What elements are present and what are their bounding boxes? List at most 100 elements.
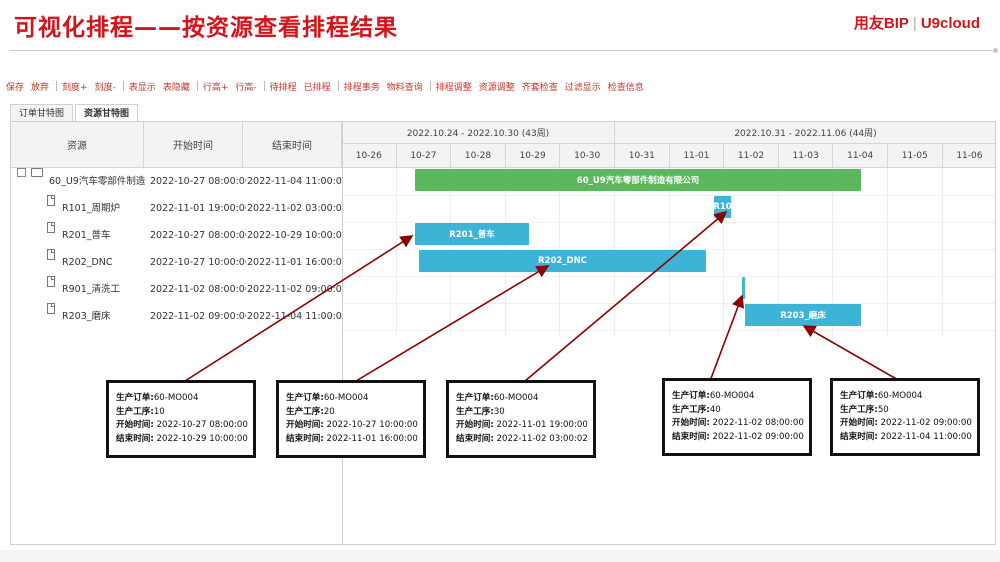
callout-op50: 生产订单:60-MO004 生产工序:50 开始时间: 2022-11-02 0… (830, 378, 980, 456)
resource-start: 2022-10-27 10:00:00 (150, 257, 246, 268)
toolbar-button[interactable]: 行高- (235, 82, 257, 93)
callout-end: 2022-11-04 11:00:00 (880, 431, 972, 442)
resource-name: R901_清洗工 (62, 284, 120, 295)
toolbar-button[interactable]: 行高+ (202, 82, 229, 93)
callout-order-label: 生产订单: (286, 393, 324, 403)
callout-op-label: 生产工序: (672, 404, 710, 415)
pane-splitter[interactable] (342, 122, 343, 544)
resource-end: 2022-11-02 09:00:00 (247, 284, 342, 295)
resource-start: 2022-10-27 08:00:00 (150, 230, 246, 241)
callout-op: 10 (153, 406, 165, 417)
callout-end: 2022-11-02 09:00:00 (712, 431, 804, 442)
toolbar-button[interactable]: 刻度+ (62, 82, 88, 93)
day-header: 10-30 (560, 144, 615, 168)
resource-row[interactable]: R203_磨床 2022-11-02 09:00:00 2022-11-04 1… (11, 303, 342, 330)
callout-start-label: 开始时间: (672, 418, 710, 428)
callout-start-label: 开始时间: (456, 420, 494, 430)
day-header: 11-01 (669, 144, 725, 168)
resource-row[interactable]: R101_周期炉 2022-11-01 19:00:00 2022-11-02 … (11, 195, 342, 222)
callout-start-label: 开始时间: (286, 420, 324, 430)
toolbar-separator (429, 81, 431, 91)
resource-start: 2022-11-02 08:00:00 (150, 284, 246, 295)
toolbar-button[interactable]: 资源调整 (478, 82, 515, 93)
week-header-44: 2022.10.31 - 2022.11.06 (44周) (615, 122, 995, 144)
day-header: 11-03 (778, 144, 834, 168)
toolbar-button[interactable]: 排程调整 (435, 82, 472, 93)
col-header-end[interactable]: 结束时间 (243, 122, 342, 168)
callout-order-label: 生产订单: (116, 393, 154, 403)
tab-resource-gantt[interactable]: 资源甘特图 (75, 104, 139, 122)
toolbar-button[interactable]: 检查信息 (607, 82, 644, 93)
callout-end-label: 结束时间: (456, 433, 494, 444)
toolbar-button[interactable]: 齐套检查 (521, 82, 558, 93)
logo-brand: 用友BIP (853, 15, 909, 32)
gantt-bar-r201[interactable]: R201_普车 (415, 223, 529, 245)
resource-row[interactable]: R202_DNC 2022-10-27 10:00:00 2022-11-01 … (11, 249, 342, 276)
document-icon (47, 222, 55, 233)
callout-end-label: 结束时间: (286, 433, 324, 444)
callout-op: 20 (323, 406, 335, 417)
callout-op30: 生产订单:60-MO004 生产工序:30 开始时间: 2022-11-01 1… (446, 380, 596, 458)
gantt-bar-r901[interactable] (742, 277, 745, 299)
day-header: 11-02 (724, 144, 779, 168)
toolbar-button[interactable]: 放弃 (31, 82, 50, 93)
resource-row[interactable]: R201_普车 2022-10-27 08:00:00 2022-10-29 1… (11, 222, 342, 249)
row-gridline (342, 195, 995, 196)
toolbar-button[interactable]: 过滤显示 (564, 82, 601, 93)
gantt-bar-r203[interactable]: R203_磨床 (745, 304, 861, 326)
callout-end: 2022-10-29 10:00:00 (156, 433, 248, 444)
gantt-bar-company[interactable]: 60_U9汽车零部件制造有限公司 (415, 169, 861, 191)
gantt-bar-r202[interactable]: R202_DNC (419, 250, 706, 272)
callout-start: 2022-10-27 08:00:00 (156, 420, 248, 430)
day-gridline (777, 168, 779, 336)
toolbar-button[interactable]: 刻度- (94, 82, 116, 93)
gantt-tabs: 订单甘特图 资源甘特图 (10, 104, 140, 122)
collapse-icon[interactable]: − (17, 168, 26, 177)
callout-start: 2022-11-02 08:00:00 (712, 418, 804, 428)
col-header-start[interactable]: 开始时间 (144, 122, 243, 168)
callout-op-label: 生产工序: (116, 406, 154, 417)
callout-op: 40 (709, 404, 721, 415)
day-header: 10-27 (396, 144, 452, 168)
resource-start: 2022-11-01 19:00:00 (150, 203, 246, 214)
slide-title: 可视化排程——按资源查看排程结果 (14, 15, 398, 41)
footer-band (0, 550, 1000, 562)
day-gridline (941, 168, 943, 336)
resource-name: 60_U9汽车零部件制造有限公司 (49, 176, 145, 187)
document-icon (47, 195, 55, 206)
callout-order: 60-MO004 (877, 391, 923, 401)
toolbar-button[interactable]: 保存 (6, 82, 25, 93)
callout-start-label: 开始时间: (840, 418, 878, 428)
col-header-resource[interactable]: 资源 (11, 122, 144, 168)
callout-end-label: 结束时间: (116, 433, 154, 444)
day-header: 10-28 (451, 144, 506, 168)
toolbar-button[interactable]: 表显示 (128, 82, 156, 93)
callout-op-label: 生产工序: (456, 406, 494, 417)
callout-op-label: 生产工序: (286, 406, 324, 417)
toolbar-separator (196, 81, 198, 91)
document-icon (47, 276, 55, 287)
toolbar-separator (56, 81, 58, 91)
resource-end: 2022-11-02 03:00:02 (247, 203, 342, 214)
logo-product: U9cloud (920, 15, 980, 32)
resource-row[interactable]: − 60_U9汽车零部件制造有限公司 2022-10-27 08:00:00 2… (11, 168, 342, 195)
toolbar-button[interactable]: 已排程 (303, 82, 331, 93)
row-gridline (342, 330, 995, 331)
resource-row[interactable]: R901_清洗工 2022-11-02 08:00:00 2022-11-02 … (11, 276, 342, 303)
toolbar-button[interactable]: 排程事务 (343, 82, 380, 93)
resource-end: 2022-11-04 11:00:00 (247, 311, 342, 322)
resource-end: 2022-11-04 11:00:00 (247, 176, 342, 187)
callout-order: 60-MO004 (709, 391, 755, 401)
toolbar-button[interactable]: 表隐藏 (162, 82, 190, 93)
toolbar-button[interactable]: 物料查询 (386, 82, 423, 93)
tab-order-gantt[interactable]: 订单甘特图 (10, 104, 74, 122)
toolbar-button[interactable]: 待排程 (269, 82, 297, 93)
logo-divider: | (912, 15, 917, 32)
callout-start: 2022-11-01 19:00:00 (496, 420, 588, 430)
gantt-bar-r101[interactable]: R10 (714, 196, 731, 218)
toolbar: 保存放弃 刻度+ 刻度- 表显示表隐藏 行高+ 行高- 待排程已排程 排程事务物料查询 排程调整… (6, 79, 651, 93)
callout-order: 60-MO004 (323, 393, 369, 403)
callout-op-label: 生产工序: (840, 404, 878, 415)
day-gridline (832, 168, 834, 336)
brand-logo: 用友BIP|U9cloud (854, 12, 980, 33)
